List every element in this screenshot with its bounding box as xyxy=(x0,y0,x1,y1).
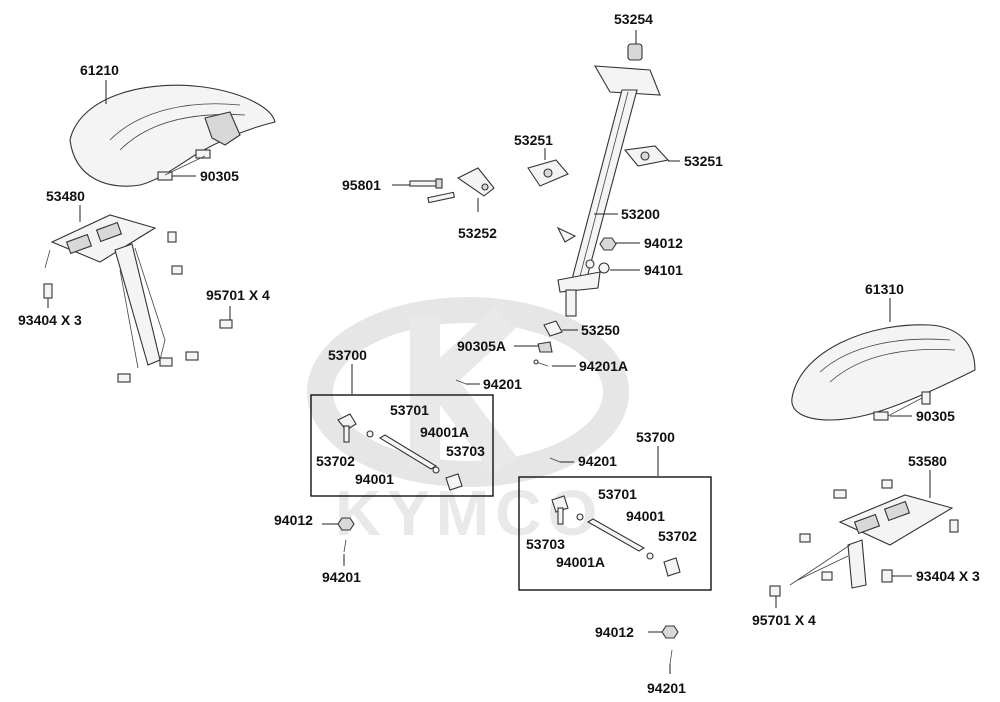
label-94012-stem: 94012 xyxy=(644,235,683,251)
label-53250: 53250 xyxy=(581,322,620,338)
nut-94012-left xyxy=(337,517,355,531)
label-53702-right: 53702 xyxy=(658,528,697,544)
cotter-pin-94201-right-bottom xyxy=(669,649,673,665)
label-94012-left: 94012 xyxy=(274,512,313,528)
label-94001-left: 94001 xyxy=(355,471,394,487)
label-53251-right: 53251 xyxy=(684,153,723,169)
label-90305-rear: 90305 xyxy=(916,408,955,424)
kymco-watermark: KYMCO xyxy=(307,297,629,549)
bolt-95801 xyxy=(409,178,455,204)
label-53700-left: 53700 xyxy=(328,347,367,363)
label-53254: 53254 xyxy=(614,11,653,27)
front-bracket-53480 xyxy=(43,214,233,383)
label-95701-rear: 95701 X 4 xyxy=(752,612,816,628)
label-94001A-right: 94001A xyxy=(556,554,605,570)
label-93404-front: 93404 X 3 xyxy=(18,312,82,328)
label-94001A-left: 94001A xyxy=(420,424,469,440)
cotter-pin-94201-left-top xyxy=(455,379,467,385)
label-94201A: 94201A xyxy=(579,358,628,374)
rear-bracket-53580 xyxy=(769,479,959,597)
pin-94201A xyxy=(533,359,549,367)
label-94201-right-top: 94201 xyxy=(578,453,617,469)
label-53702-left: 53702 xyxy=(316,453,355,469)
label-53703-left: 53703 xyxy=(446,443,485,459)
label-53700-right: 53700 xyxy=(636,429,675,445)
label-90305A: 90305A xyxy=(457,338,506,354)
label-94201-left-bottom: 94201 xyxy=(322,569,361,585)
plate-53252 xyxy=(456,167,495,197)
label-95801: 95801 xyxy=(342,177,381,193)
label-53701-left: 53701 xyxy=(390,402,429,418)
label-53252: 53252 xyxy=(458,225,497,241)
label-94201-right-bottom: 94201 xyxy=(647,680,686,696)
steering-stem-53200 xyxy=(556,43,661,317)
label-94201-left-top: 94201 xyxy=(483,376,522,392)
label-53251-left: 53251 xyxy=(514,132,553,148)
label-90305-front: 90305 xyxy=(200,168,239,184)
label-61310: 61310 xyxy=(865,281,904,297)
rear-fender-61310 xyxy=(791,324,976,421)
nut-94012-stem xyxy=(599,237,617,251)
label-53580: 53580 xyxy=(908,453,947,469)
upper-cone-53251-left xyxy=(527,159,569,187)
tie-rod-box-left xyxy=(310,394,494,497)
nut-94012-right xyxy=(661,625,679,639)
tie-rod-box-right xyxy=(518,476,712,591)
label-94101: 94101 xyxy=(644,262,683,278)
clamp-53250 xyxy=(543,320,563,337)
label-93404-rear: 93404 X 3 xyxy=(916,568,980,584)
tie-rod-set-right xyxy=(551,495,681,577)
label-53703-right: 53703 xyxy=(526,536,565,552)
label-94001-right: 94001 xyxy=(626,508,665,524)
clip-90305A xyxy=(537,341,553,353)
tie-rod-set-left xyxy=(337,413,463,491)
watermark-text: KYMCO xyxy=(335,477,603,549)
cotter-pin-94201-right-top xyxy=(549,457,561,463)
label-53200: 53200 xyxy=(621,206,660,222)
label-61210: 61210 xyxy=(80,62,119,78)
label-53701-right: 53701 xyxy=(598,486,637,502)
front-fender-61210 xyxy=(69,84,276,187)
label-94012-right: 94012 xyxy=(595,624,634,640)
upper-cone-53251-right xyxy=(623,145,670,167)
label-95701-front: 95701 X 4 xyxy=(206,287,270,303)
washer-94101 xyxy=(585,259,610,274)
cotter-pin-94201-left-bottom xyxy=(343,539,347,553)
label-53480: 53480 xyxy=(46,188,85,204)
